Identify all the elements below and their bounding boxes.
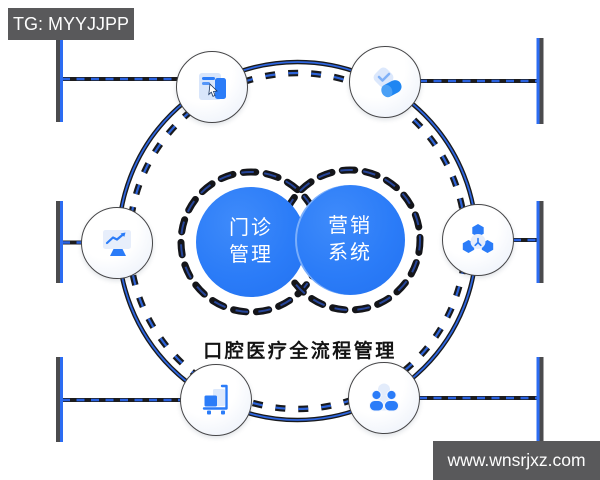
node-pill-check [349,46,421,118]
outpatient-label-line2: 管理 [229,244,273,266]
marketing-system-circle: 营销 系统 [295,185,405,295]
node-document-cursor [176,51,248,123]
marketing-label-line2: 系统 [328,242,372,264]
site-watermark: www.wnsrjxz.com [433,441,600,480]
document-cursor-icon [199,73,226,100]
node-monitor-chart [81,207,153,279]
node-team-users [348,362,420,434]
network-hub-icon [462,224,494,253]
connector-middle-right [513,201,544,283]
node-trolley-cart [180,364,252,436]
pill-check-icon [373,67,402,98]
connector-bottom-right [419,357,544,442]
monitor-chart-icon [103,230,131,256]
outpatient-management-circle: 门诊 管理 [196,187,306,297]
connector-top-right [419,38,544,124]
connector-bottom-left [56,357,182,442]
caption-text: 口腔医疗全流程管理 [203,341,397,362]
team-users-icon [369,383,399,412]
tg-badge: TG: MYYJJPP [8,8,134,40]
marketing-label-line1: 营销 [328,215,372,237]
connector-top-left [56,38,181,122]
outpatient-label-line1: 门诊 [229,217,273,239]
node-network-hub [442,204,514,276]
trolley-cart-icon [202,384,228,415]
connector-middle-left [56,201,84,283]
